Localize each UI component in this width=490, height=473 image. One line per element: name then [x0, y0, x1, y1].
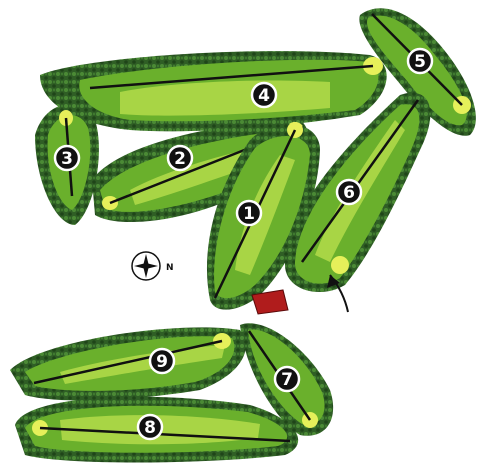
clubhouse-icon	[251, 289, 289, 315]
hole-6-area	[285, 92, 431, 313]
hole-9-area	[10, 327, 246, 401]
hole-marker-5: 5	[406, 47, 434, 75]
hole-marker-7: 7	[273, 365, 301, 393]
hole-marker-6: 6	[335, 178, 363, 206]
hole-marker-3: 3	[53, 144, 81, 172]
hole-4-area	[40, 51, 387, 132]
hole-number-label: 1	[243, 204, 255, 224]
hole-number-label: 6	[343, 183, 355, 203]
hole-marker-2: 2	[166, 144, 194, 172]
hole-number-label: 8	[144, 418, 156, 438]
hole-number-label: 5	[414, 52, 426, 72]
hole-number-label: 3	[61, 149, 73, 169]
hole-1-area	[206, 122, 320, 310]
hole-marker-8: 8	[136, 413, 164, 441]
hole-6-green	[331, 256, 349, 274]
hole-number-label: 2	[174, 149, 186, 169]
compass-rose-icon: N	[131, 251, 174, 281]
hole-marker-4: 4	[250, 81, 278, 109]
hole-number-label: 4	[258, 86, 270, 106]
hole-number-label: 7	[281, 370, 293, 390]
hole-marker-9: 9	[148, 347, 176, 375]
hole-marker-1: 1	[235, 199, 263, 227]
compass-north-label: N	[166, 263, 174, 273]
hole-number-label: 9	[156, 352, 168, 372]
